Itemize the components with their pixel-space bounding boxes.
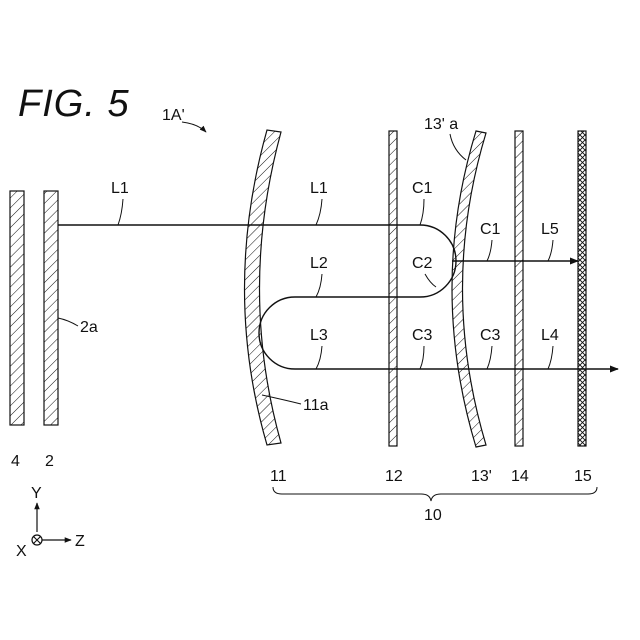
group-label: 10 [424,507,442,524]
ref-13: 13' [471,468,492,485]
label-L2: L2 [310,255,328,272]
leader-L1-right [316,199,322,225]
leader-C1-right [487,240,492,261]
label-L4: L4 [541,327,559,344]
leader-2a [58,318,78,326]
leader-L1-left [118,199,123,225]
label-L3: L3 [310,327,328,344]
plate-2 [44,191,58,425]
leader-L2 [316,274,322,297]
label-C2: C2 [412,255,433,272]
leader-L5 [548,240,553,261]
label-13a: 13' a [424,116,458,133]
label-C1-right: C1 [480,221,501,238]
leader-13a [450,134,466,160]
label-C1-left: C1 [412,180,433,197]
assembly-ref-label: 1A' [162,107,185,124]
axis-z-label: Z [75,533,85,550]
leader-L3 [316,346,322,369]
leader-C3-right [487,346,492,369]
figure-title: FIG. 5 [18,83,130,125]
label-C3-right: C3 [480,327,501,344]
axis-y-label: Y [31,485,42,502]
label-11a: 11a [303,397,329,414]
label-L1-left: L1 [111,180,129,197]
leader-C3-left [420,346,424,369]
group-brace [273,487,597,501]
ref-4: 4 [11,453,20,470]
plate-14 [515,131,523,446]
label-L5: L5 [541,221,559,238]
ref-12: 12 [385,468,403,485]
ref-15: 15 [574,468,592,485]
leader-C2 [425,274,436,287]
ref-2: 2 [45,453,54,470]
assembly-ref-arrow [182,122,206,132]
plate-15 [578,131,586,446]
plate-12 [389,131,397,446]
label-2a: 2a [80,319,98,336]
leader-L4 [548,346,553,369]
ref-11: 11 [270,468,287,485]
leader-C1-left [420,199,424,225]
plate-4 [10,191,24,425]
curved-plate-13 [452,131,486,447]
label-C3-left: C3 [412,327,433,344]
axis-x-label: X [16,543,27,560]
label-L1-right: L1 [310,180,328,197]
ref-14: 14 [511,468,529,485]
